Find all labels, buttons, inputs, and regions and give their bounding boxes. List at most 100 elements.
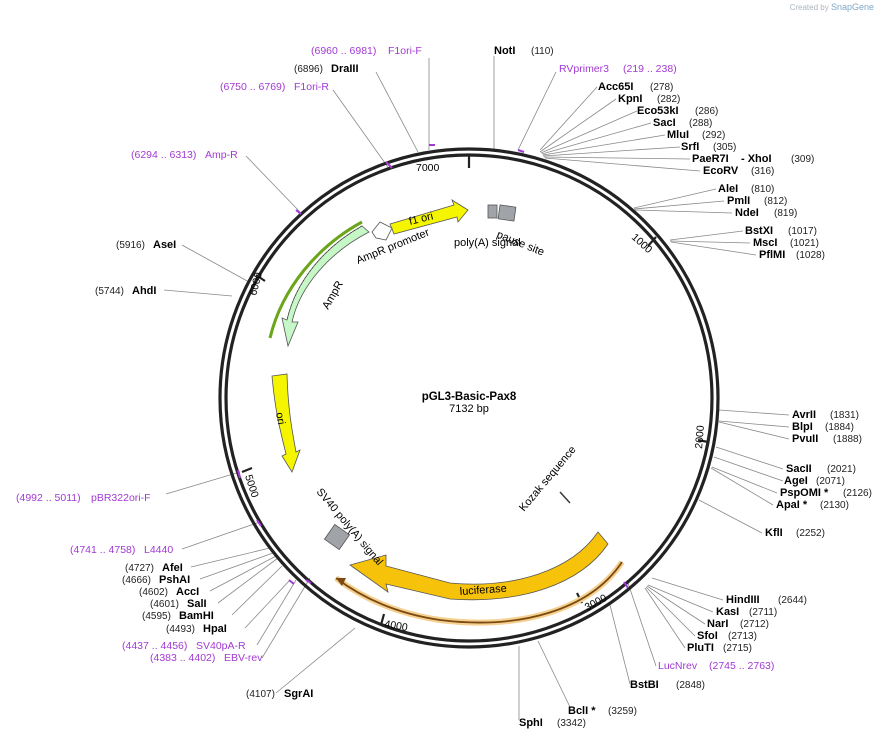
enzyme-BlpI[interactable]: BlpI — [792, 421, 813, 433]
enzyme-BstBI[interactable]: BstBI — [630, 679, 659, 691]
enzyme-HpaI[interactable]: HpaI — [203, 623, 227, 635]
enzyme-SacII[interactable]: SacII — [786, 463, 812, 475]
primer-RVprimer3-range: (219 .. 238) — [623, 63, 677, 75]
enzyme-BamHI[interactable]: BamHI — [179, 610, 214, 622]
enzyme-SgrAI-pos: (4107) — [246, 689, 275, 700]
enzyme-AgeI[interactable]: AgeI — [784, 475, 808, 487]
enzyme-AfeI-pos: (4727) — [125, 563, 154, 574]
enzyme-MscI[interactable]: MscI — [753, 237, 777, 249]
enzyme-AfeI[interactable]: AfeI — [162, 562, 183, 574]
enzyme-MluI[interactable]: MluI — [667, 129, 689, 141]
enzyme-BstXI[interactable]: BstXI — [745, 225, 773, 237]
tick-7000: 7000 — [416, 162, 440, 174]
enzyme-AleI[interactable]: AleI — [718, 183, 738, 195]
enzyme-PflMI[interactable]: PflMI — [759, 249, 785, 261]
primer-EBV-rev[interactable]: EBV-rev — [224, 652, 263, 664]
plasmid-name: pGL3-Basic-Pax8 — [422, 391, 517, 403]
polyA-box — [487, 204, 498, 219]
primer-labels: (6960 .. 6981) F1ori-F (6750 .. 6769) F1… — [16, 45, 774, 672]
enzyme-PmlI-pos: (812) — [764, 196, 787, 207]
enzyme-SgrAI[interactable]: SgrAI — [284, 688, 313, 700]
enzyme-KasI[interactable]: KasI — [716, 606, 739, 618]
enzyme-NarI[interactable]: NarI — [707, 618, 728, 630]
sv40-label: SV40 poly(A) signal — [314, 486, 385, 568]
enzyme-Eco53kI-pos: (286) — [695, 106, 718, 117]
enzyme-SalI-pos: (4601) — [150, 599, 179, 610]
enzyme-PspOMI[interactable]: PspOMI * — [780, 487, 829, 499]
plasmid-length: 7132 bp — [449, 403, 489, 415]
primer-EBV-rev-range: (4383 .. 4402) — [150, 652, 215, 664]
enzyme-SfoI-pos: (2713) — [728, 631, 757, 642]
enzyme-SacI[interactable]: SacI — [653, 117, 676, 129]
enzyme-NotI-pos: (110) — [531, 46, 554, 57]
enzyme-DraIII-pos: (6896) — [294, 64, 323, 75]
primer-F1ori-F[interactable]: F1ori-F — [388, 45, 422, 57]
enzyme-SrfI[interactable]: SrfI — [681, 141, 699, 153]
enzyme-PflMI-pos: (1028) — [796, 250, 825, 261]
enzyme-PvuII[interactable]: PvuII — [792, 433, 818, 445]
ori-label: ori — [273, 411, 287, 425]
enzyme-KasI-pos: (2711) — [749, 607, 777, 618]
enzyme-KpnI[interactable]: KpnI — [618, 93, 642, 105]
enzyme-AccI[interactable]: AccI — [176, 586, 199, 598]
enzyme-SacI-pos: (288) — [689, 118, 712, 129]
enzyme-PshAI-pos: (4666) — [122, 575, 151, 586]
enzyme-SphI[interactable]: SphI — [519, 717, 543, 729]
enzyme-KflI[interactable]: KflI — [765, 527, 783, 539]
enzyme-DraIII[interactable]: DraIII — [331, 63, 359, 75]
enzyme-AseI-pos: (5916) — [116, 240, 145, 251]
enzyme-AhdI[interactable]: AhdI — [132, 285, 156, 297]
primer-F1ori-R[interactable]: F1ori-R — [294, 81, 329, 93]
enzyme-BamHI-pos: (4595) — [142, 611, 171, 622]
f1-ori-label: f1 ori — [408, 210, 435, 228]
primer-LucNrev-range: (2745 .. 2763) — [709, 660, 774, 672]
label-leaders — [163, 56, 790, 720]
enzyme-HindIII[interactable]: HindIII — [726, 594, 760, 606]
primer-pBR322ori-F[interactable]: pBR322ori-F — [91, 492, 151, 504]
enzyme-AvrII[interactable]: AvrII — [792, 409, 816, 421]
enzyme-Eco53kI[interactable]: Eco53kI — [637, 105, 679, 117]
primer-LucNrev[interactable]: LucNrev — [658, 660, 698, 672]
enzyme-NotI[interactable]: NotI — [494, 45, 515, 57]
enzyme-NdeI-pos: (819) — [774, 208, 797, 219]
enzyme-PspOMI-pos: (2126) — [843, 488, 872, 499]
enzyme-PshAI[interactable]: PshAI — [159, 574, 190, 586]
sv40-box — [323, 523, 351, 551]
enzyme-PluTI-pos: (2715) — [723, 643, 752, 654]
enzyme-SfoI[interactable]: SfoI — [697, 630, 718, 642]
enzyme-BstBI-pos: (2848) — [676, 680, 705, 691]
enzyme-KflI-pos: (2252) — [796, 528, 825, 539]
enzyme-MluI-pos: (292) — [702, 130, 725, 141]
enzyme-Acc65I[interactable]: Acc65I — [598, 81, 633, 93]
enzyme-BstXI-pos: (1017) — [788, 226, 817, 237]
f1-ori-arrow — [389, 199, 469, 235]
enzyme-PvuII-pos: (1888) — [833, 434, 862, 445]
enzyme-ApaI[interactable]: ApaI * — [776, 499, 808, 511]
primer-marks — [237, 144, 629, 589]
primer-F1ori-R-range: (6750 .. 6769) — [220, 81, 285, 93]
enzyme-BclI-pos: (3259) — [608, 706, 637, 717]
enzyme-NdeI[interactable]: NdeI — [735, 207, 759, 219]
enzyme-PaeR7I[interactable]: PaeR7I — [692, 153, 729, 165]
enzyme-labels: NotI (110) Acc65I (278) KpnI (282) Eco53… — [95, 45, 872, 729]
enzyme-EcoRV[interactable]: EcoRV — [703, 165, 739, 177]
enzyme-SalI[interactable]: SalI — [187, 598, 207, 610]
enzyme-XhoI[interactable]: - XhoI — [741, 153, 772, 165]
tick-2000: 2000 — [693, 425, 707, 449]
enzyme-ApaI-pos: (2130) — [820, 500, 849, 511]
primer-RVprimer3[interactable]: RVprimer3 — [559, 63, 609, 75]
enzyme-BclI[interactable]: BclI * — [568, 705, 596, 717]
primer-Amp-R[interactable]: Amp-R — [205, 149, 238, 161]
primer-pBR322ori-F-range: (4992 .. 5011) — [16, 492, 81, 504]
primer-L4440[interactable]: L4440 — [144, 544, 173, 556]
enzyme-AseI[interactable]: AseI — [153, 239, 176, 251]
enzyme-PmlI[interactable]: PmlI — [727, 195, 750, 207]
enzyme-HpaI-pos: (4493) — [166, 624, 195, 635]
enzyme-EcoRV-pos: (316) — [751, 166, 774, 177]
luciferase-arrow — [349, 531, 609, 601]
enzyme-PluTI[interactable]: PluTI — [687, 642, 714, 654]
enzyme-NarI-pos: (2712) — [740, 619, 769, 630]
tick-4000: 4000 — [383, 618, 408, 634]
primer-SV40pA-R[interactable]: SV40pA-R — [196, 640, 246, 652]
